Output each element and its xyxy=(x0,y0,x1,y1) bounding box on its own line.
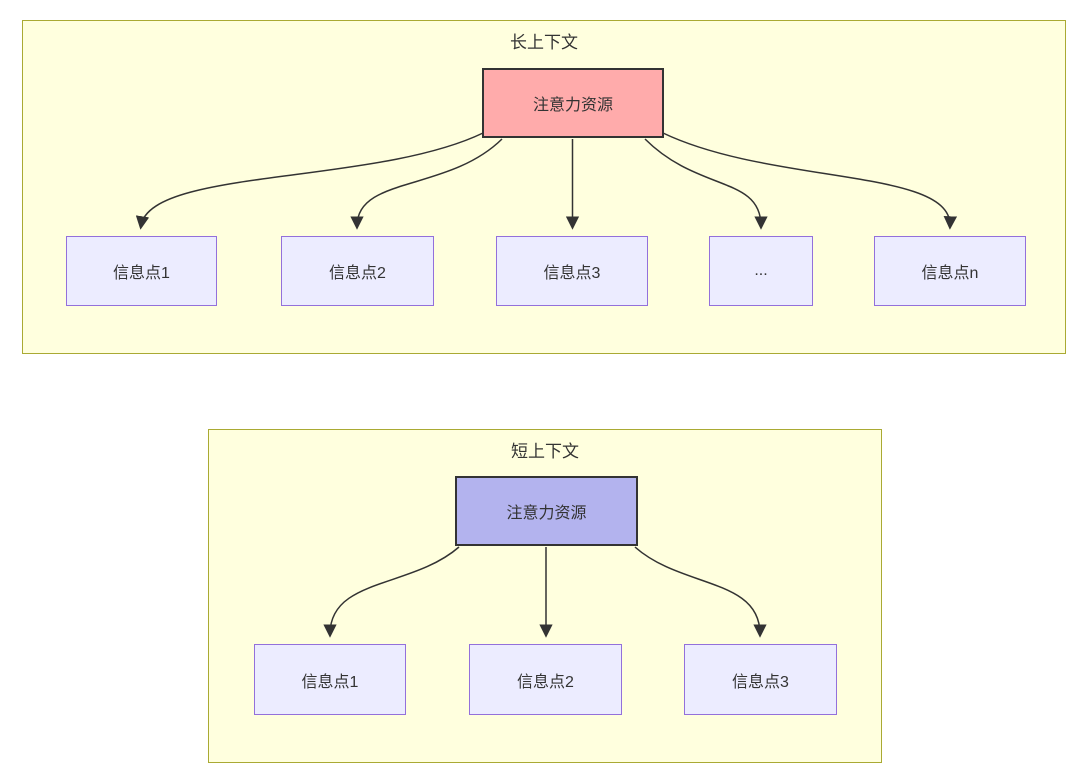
group-title: 短上下文 xyxy=(511,442,579,461)
info-point-node: ... xyxy=(709,236,813,306)
info-point-node: 信息点3 xyxy=(496,236,648,306)
info-point-node: 信息点n xyxy=(874,236,1026,306)
attention-resource-node: 注意力资源 xyxy=(455,476,638,546)
info-point-node: 信息点1 xyxy=(254,644,406,715)
group-title: 长上下文 xyxy=(510,33,578,52)
info-point-node: 信息点2 xyxy=(469,644,622,715)
info-point-node: 信息点1 xyxy=(66,236,217,306)
info-point-node: 信息点2 xyxy=(281,236,434,306)
info-point-node: 信息点3 xyxy=(684,644,837,715)
attention-resource-node: 注意力资源 xyxy=(482,68,664,138)
